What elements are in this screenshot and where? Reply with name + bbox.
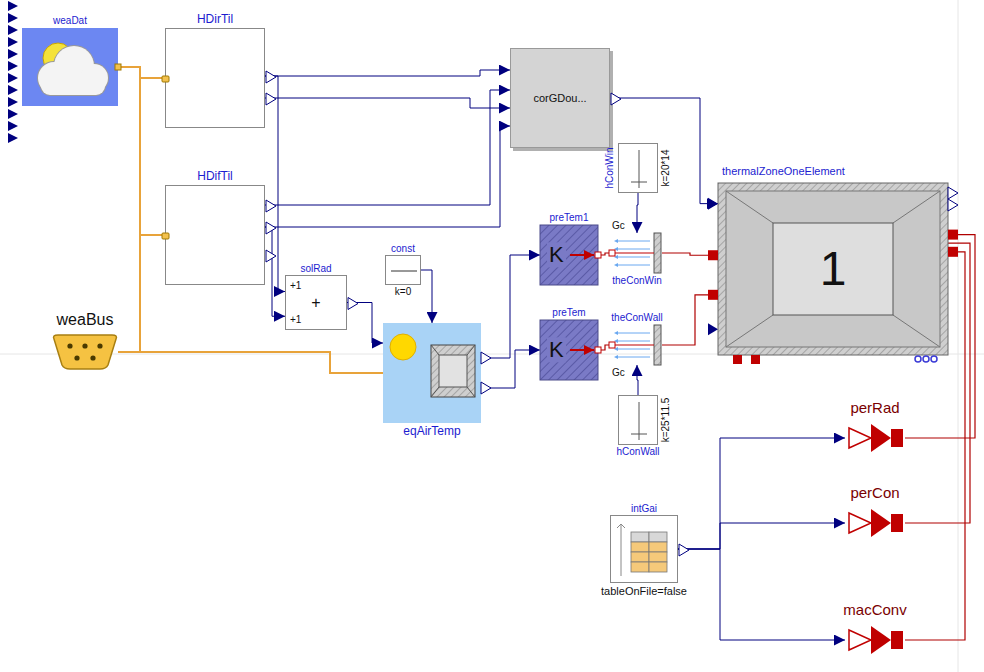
constant-block: constk=0 bbox=[385, 255, 421, 285]
convection-coefficient: hConWink=20*14 bbox=[618, 143, 658, 193]
component-name: hConWall bbox=[617, 446, 660, 458]
input-triangle bbox=[8, 1, 18, 11]
parameter-text: +1 bbox=[290, 280, 301, 292]
component-name: thermalZoneOneElement bbox=[722, 165, 845, 178]
input-triangles bbox=[8, 1, 18, 143]
parameter-text: +1 bbox=[290, 314, 301, 326]
parameter-text: k=20*14 bbox=[660, 150, 672, 187]
component-icon bbox=[22, 28, 118, 106]
component-icon bbox=[52, 335, 118, 369]
component-name: preTem bbox=[552, 307, 585, 319]
component-icon bbox=[845, 622, 905, 658]
heat-flow-source: macConv bbox=[845, 622, 905, 658]
weather-data-reader: weaDat bbox=[22, 28, 118, 106]
parameter-text: Gc bbox=[612, 367, 625, 379]
connector bbox=[118, 352, 383, 373]
input-triangle bbox=[8, 37, 18, 47]
connector bbox=[118, 67, 165, 235]
component-name: const bbox=[391, 243, 415, 255]
component-icon bbox=[383, 323, 481, 423]
input-triangle bbox=[8, 25, 18, 35]
component-name: perCon bbox=[850, 484, 899, 501]
component-icon bbox=[619, 396, 657, 444]
component-icon bbox=[166, 29, 264, 127]
equivalent-air-temperature: eqAirTemp bbox=[383, 323, 481, 423]
parameter-text: tableOnFile=false bbox=[601, 585, 687, 598]
input-triangle bbox=[8, 121, 18, 131]
input-triangle bbox=[8, 49, 18, 59]
parameter-text: 1 bbox=[820, 241, 847, 296]
thermal-zone: thermalZoneOneElement1 bbox=[718, 183, 948, 355]
prescribed-temperature: preTem1K bbox=[540, 225, 598, 285]
component-name: solRad bbox=[300, 263, 331, 275]
component-name: HDirTil bbox=[197, 13, 233, 27]
component-icon bbox=[619, 144, 657, 192]
connector bbox=[265, 227, 285, 316]
component-icon bbox=[386, 256, 420, 284]
tilted-surface-block: HDirTil bbox=[165, 28, 265, 128]
connector bbox=[347, 303, 383, 344]
component-icon bbox=[612, 325, 662, 365]
component-name: macConv bbox=[843, 601, 906, 618]
connector bbox=[265, 98, 510, 108]
component-name: hConWin bbox=[604, 147, 616, 188]
parameter-text: k=25*11.5 bbox=[660, 398, 672, 443]
connector bbox=[265, 90, 510, 205]
component-icon bbox=[166, 186, 264, 284]
component-name: preTem1 bbox=[550, 212, 589, 224]
input-triangle bbox=[8, 109, 18, 119]
component-icon bbox=[845, 420, 905, 456]
connector bbox=[610, 98, 718, 204]
connector bbox=[265, 76, 285, 292]
parameter-text: theConWin bbox=[612, 275, 661, 287]
input-triangle bbox=[8, 85, 18, 95]
sum-block: solRad+1+1+ bbox=[285, 275, 347, 330]
window-correction-block: corGDou... bbox=[510, 48, 610, 148]
connector bbox=[481, 350, 540, 388]
input-triangle bbox=[8, 133, 18, 143]
tilted-surface-block: HDifTil bbox=[165, 185, 265, 285]
component-name: weaDat bbox=[53, 15, 87, 27]
input-triangle bbox=[8, 61, 18, 71]
input-triangle bbox=[8, 97, 18, 107]
parameter-text: k=0 bbox=[395, 286, 411, 298]
connector bbox=[421, 270, 432, 323]
component-name: HDifTil bbox=[197, 170, 233, 184]
weather-bus: weaBus bbox=[52, 335, 118, 369]
component-name: theConWall bbox=[611, 312, 662, 324]
connector bbox=[118, 67, 140, 352]
component-icon bbox=[612, 233, 662, 273]
component-name: weaBus bbox=[57, 311, 114, 329]
connector bbox=[662, 295, 718, 345]
parameter-text: K bbox=[547, 242, 566, 267]
convection-element: GctheConWin bbox=[612, 233, 662, 273]
connector bbox=[265, 70, 510, 76]
heat-flow-source: perRad bbox=[845, 420, 905, 456]
convection-element: theConWallGc bbox=[612, 325, 662, 365]
component-name: intGai bbox=[631, 503, 657, 515]
parameter-text: + bbox=[311, 293, 320, 311]
heat-flow-source: perCon bbox=[845, 505, 905, 541]
internal-gains-table: intGaitableOnFile=false bbox=[610, 515, 678, 583]
input-triangle bbox=[8, 13, 18, 23]
component-name: perRad bbox=[850, 399, 899, 416]
convection-coefficient: hConWallk=25*11.5 bbox=[618, 395, 658, 445]
component-name: corGDou... bbox=[533, 92, 586, 105]
connector bbox=[678, 438, 845, 549]
connector bbox=[637, 193, 638, 233]
prescribed-temperature: preTemK bbox=[540, 320, 598, 380]
connector bbox=[118, 67, 165, 78]
parameter-text: K bbox=[547, 337, 566, 362]
component-icon bbox=[845, 505, 905, 541]
connector bbox=[265, 126, 510, 227]
connector bbox=[678, 549, 845, 640]
connector bbox=[637, 365, 638, 395]
component-name: eqAirTemp bbox=[403, 425, 460, 439]
component-name: Gc bbox=[612, 220, 625, 232]
connector bbox=[678, 523, 845, 549]
connector bbox=[481, 255, 540, 358]
input-triangle bbox=[8, 73, 18, 83]
component-icon bbox=[611, 516, 677, 582]
